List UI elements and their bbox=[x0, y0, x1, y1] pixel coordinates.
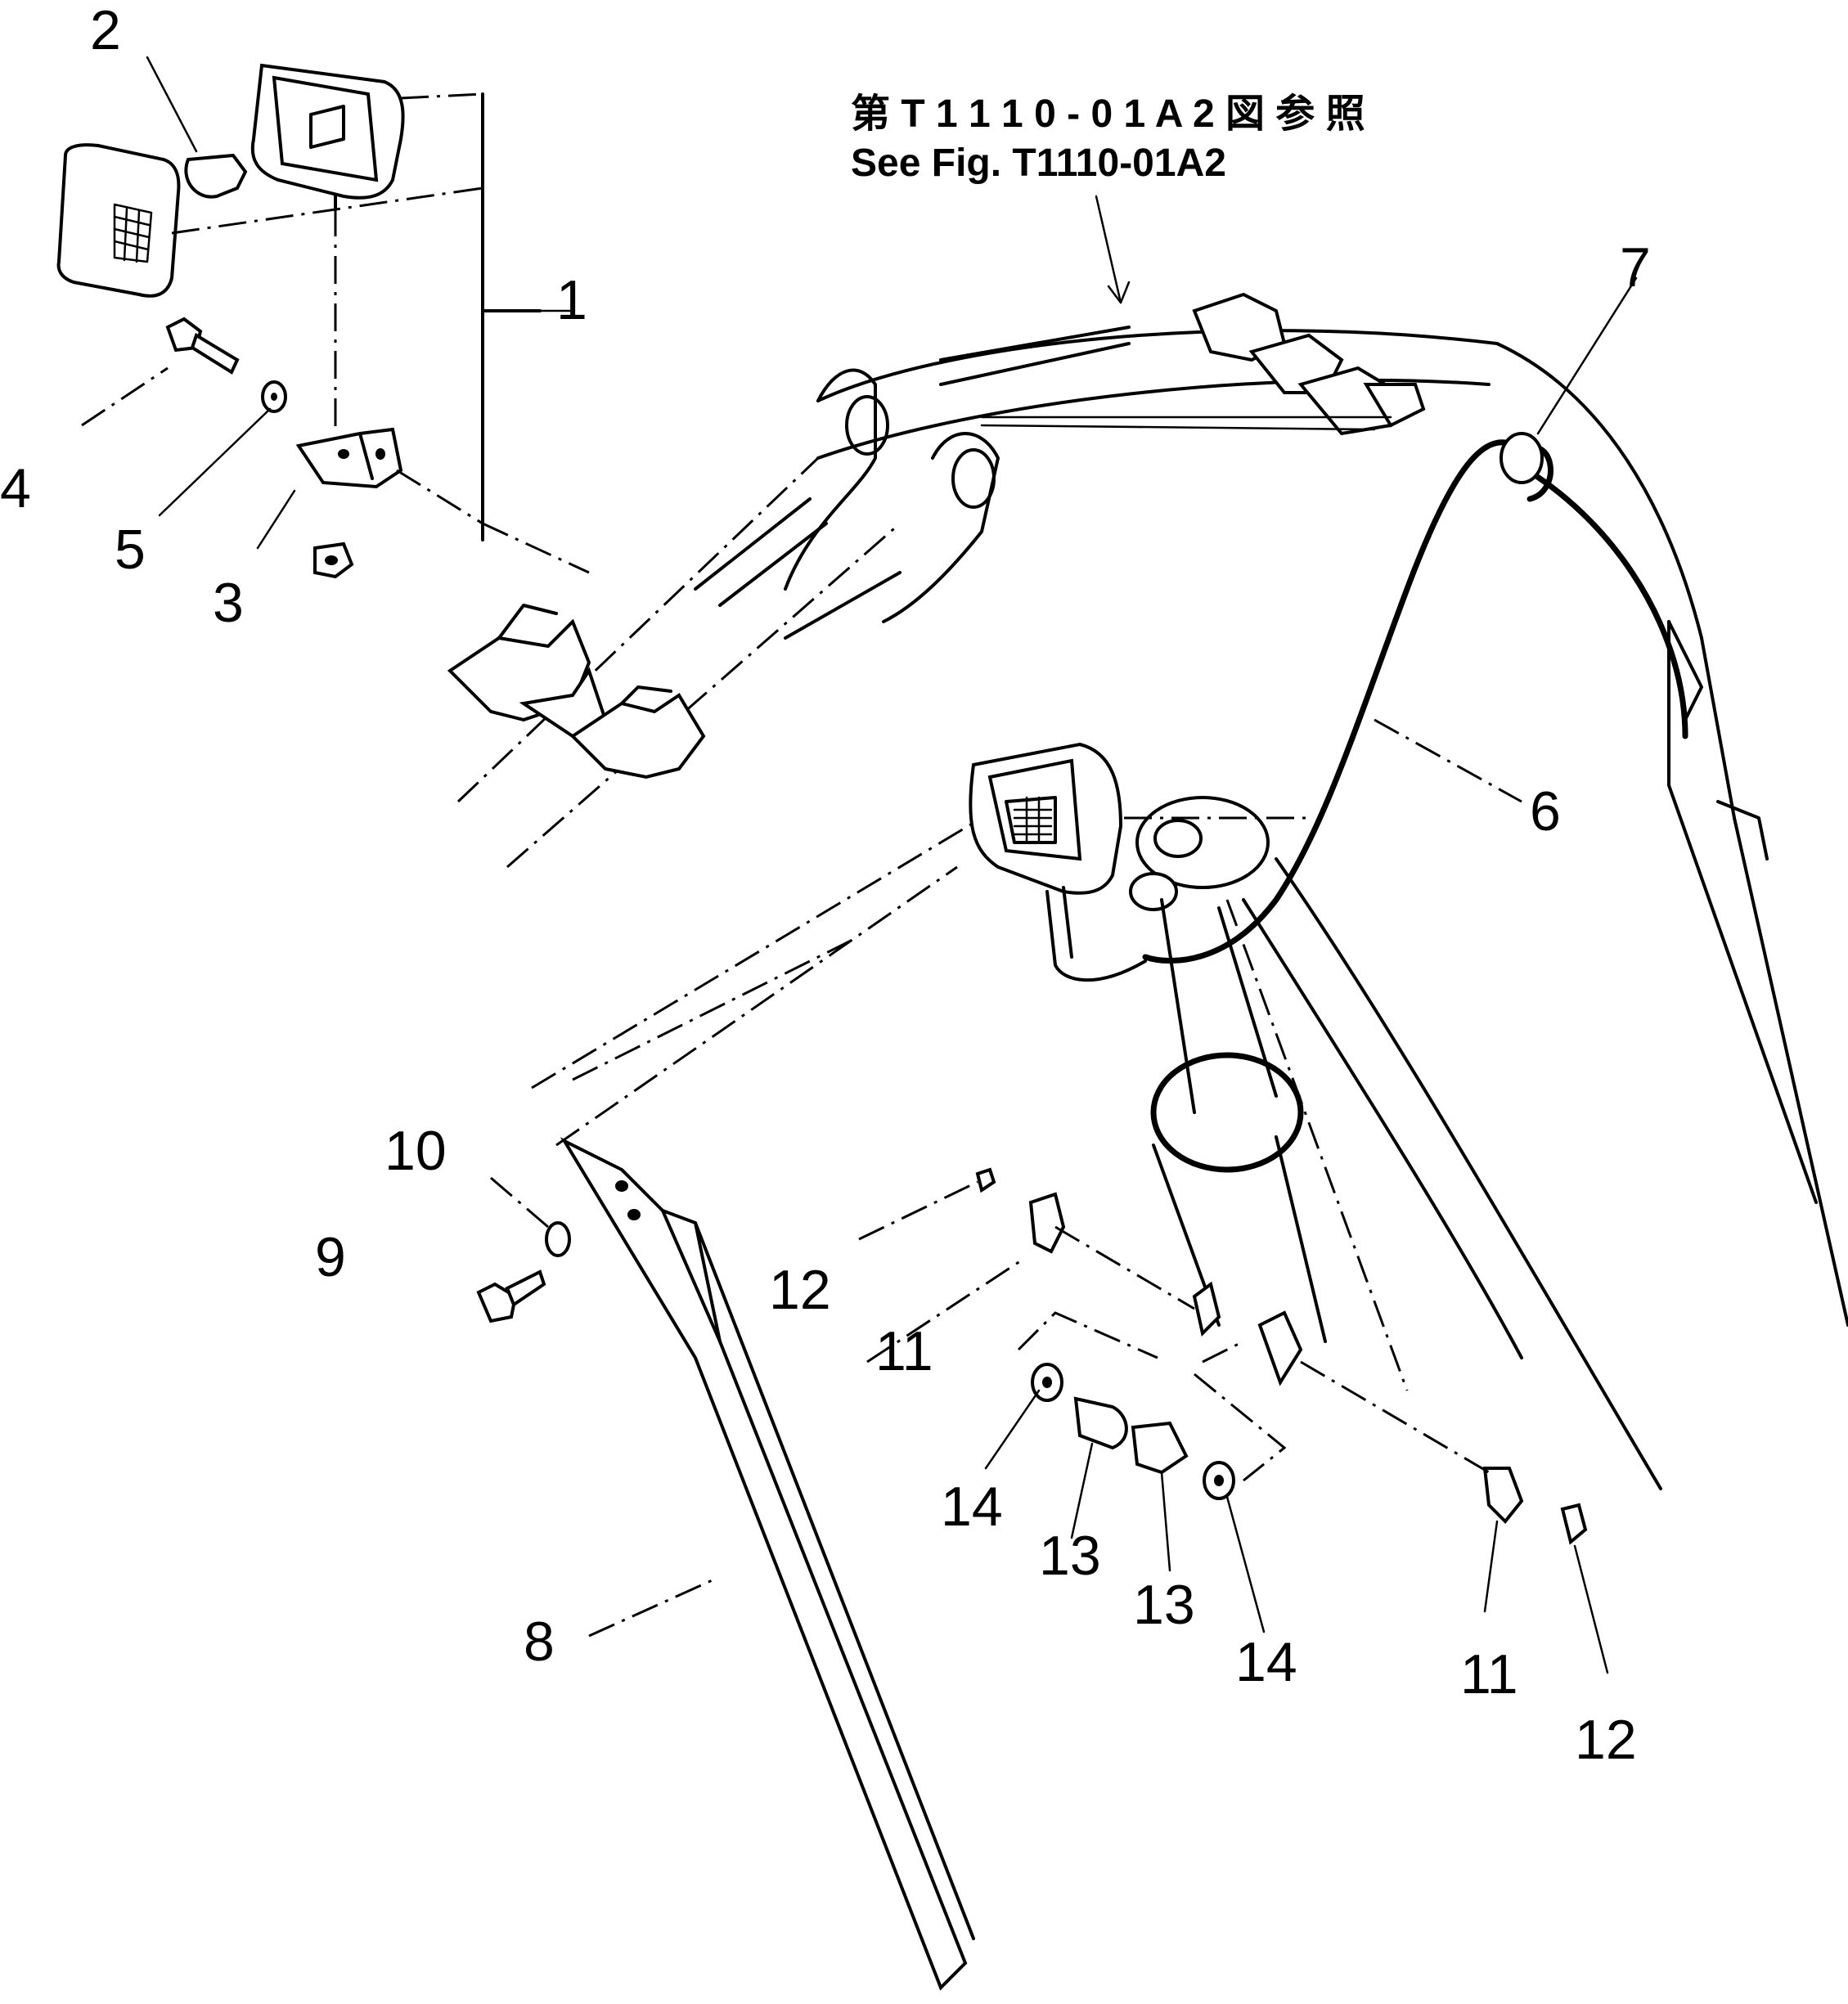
callout-13-right: 13 bbox=[1133, 1574, 1195, 1636]
leader-lines bbox=[81, 56, 1638, 1674]
callout-8: 8 bbox=[524, 1611, 555, 1673]
callout-11-left: 11 bbox=[875, 1320, 933, 1382]
clamp-detail bbox=[975, 1167, 1588, 1545]
lamp-assembly bbox=[56, 63, 590, 579]
callout-14-left: 14 bbox=[941, 1476, 1003, 1538]
wiring-connectors bbox=[939, 292, 1426, 436]
reference-note-en: See Fig. T1110-01A2 bbox=[851, 142, 1226, 185]
callout-4: 4 bbox=[0, 457, 31, 519]
callout-10: 10 bbox=[384, 1120, 447, 1182]
boom-work-lamp bbox=[969, 742, 1147, 982]
callout-2: 2 bbox=[90, 0, 121, 61]
callout-14-right: 14 bbox=[1235, 1631, 1297, 1693]
callout-12-right: 12 bbox=[1575, 1709, 1637, 1771]
guard-plate bbox=[476, 1137, 975, 1991]
wiring-harness bbox=[1142, 432, 1688, 964]
callout-13-left: 13 bbox=[1039, 1525, 1101, 1587]
callout-11-right: 11 bbox=[1460, 1643, 1518, 1705]
callout-5: 5 bbox=[115, 519, 146, 581]
callout-9: 9 bbox=[315, 1226, 346, 1288]
callout-1: 1 bbox=[556, 269, 587, 331]
callout-12-left: 12 bbox=[769, 1259, 831, 1321]
reference-note-jp: 第 T 1 1 1 0 - 0 1 A 2 図 参 照 bbox=[851, 92, 1365, 136]
boom bbox=[456, 329, 1848, 1490]
callout-6: 6 bbox=[1530, 780, 1561, 842]
callout-7: 7 bbox=[1620, 236, 1651, 299]
callout-3: 3 bbox=[213, 572, 244, 634]
harness-connectors bbox=[447, 604, 706, 780]
hydraulic-cylinder bbox=[1129, 796, 1409, 1391]
